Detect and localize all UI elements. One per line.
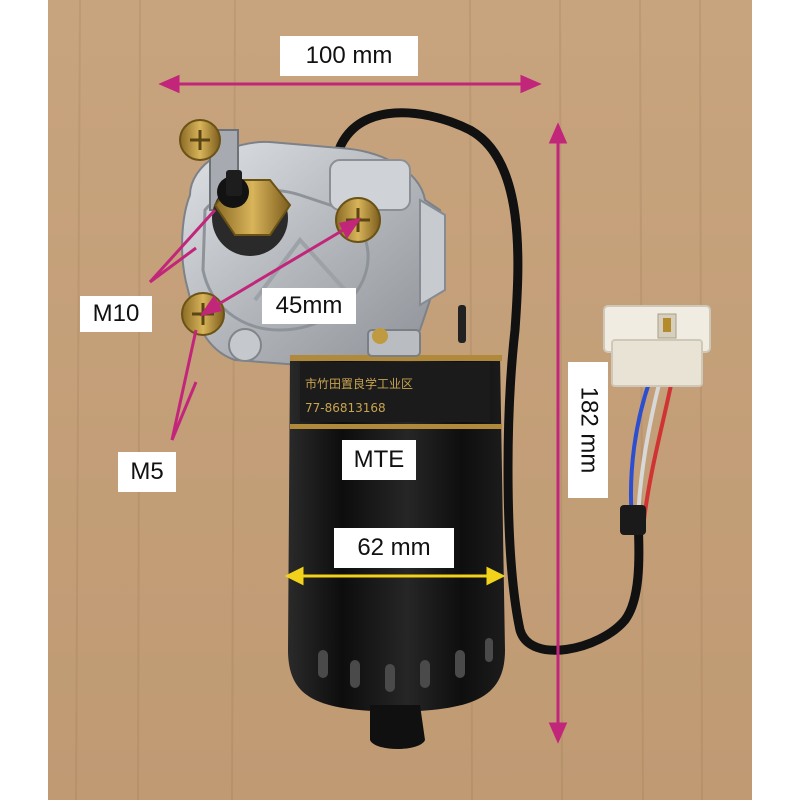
m10-bolt-top [179,119,221,161]
brand-label: MTE [342,440,416,480]
bolt-spacing-arrow [199,217,362,317]
m10-label: M10 [80,296,152,332]
motor-label-line2: 77-86813168 [305,401,386,415]
motor-label-line1: 市竹田置良学工业区 [305,376,413,391]
m10-pointer-lines [148,208,217,284]
gearbox-boss [228,328,262,362]
motor-vent-slots [318,638,493,692]
diameter-label: 62 mm [334,528,454,568]
width-label: 100 mm [280,36,418,76]
m5-pointer-lines [170,329,198,441]
vent-pin [458,305,466,343]
diameter-dimension-arrow [284,566,506,586]
width-dimension-arrow [158,74,542,94]
cable-sleeve [620,505,646,535]
electrical-connector [603,305,711,387]
bolt-spacing-label: 45mm [262,288,356,324]
connector-wires [628,378,674,522]
m5-label: M5 [118,452,176,492]
height-label: 182 mm [568,362,608,498]
height-label-text: 182 mm [575,386,603,474]
height-dimension-arrow [548,122,568,744]
motor-cable [330,108,644,655]
